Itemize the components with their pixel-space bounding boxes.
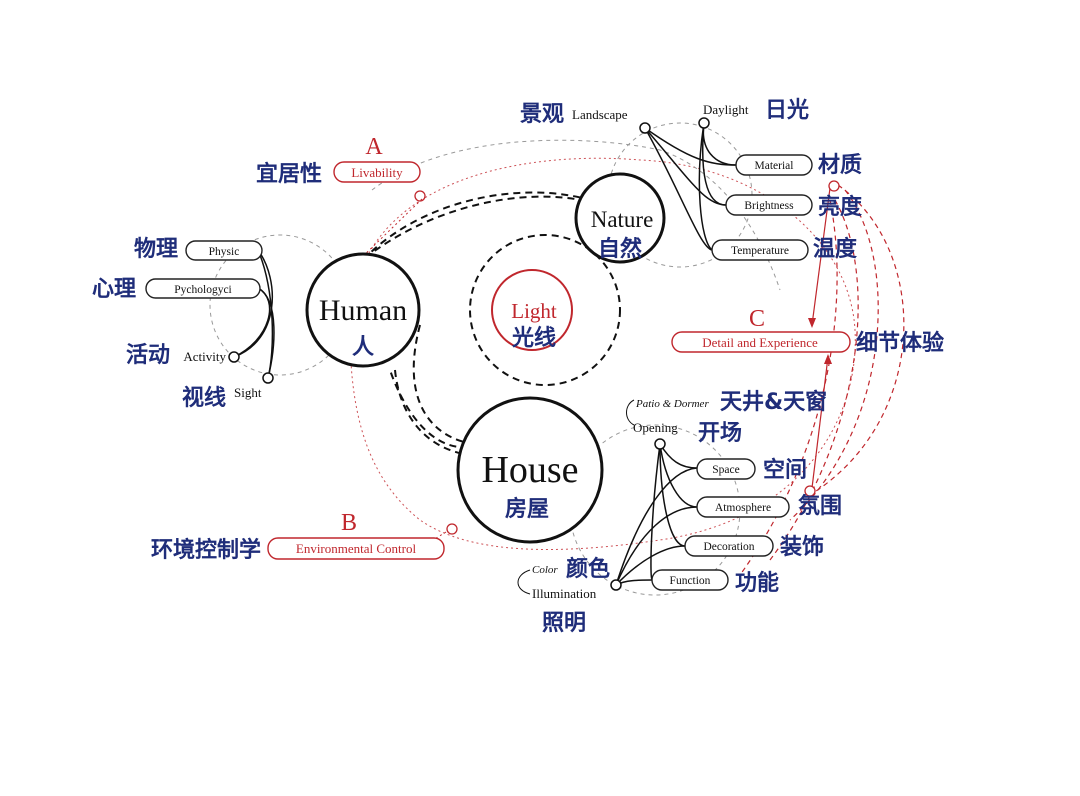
physic-label: Physic bbox=[209, 246, 240, 258]
grey-orbit bbox=[371, 139, 781, 291]
illumination-label: Illumination bbox=[532, 586, 597, 601]
detail-pill bbox=[671, 331, 851, 353]
light-dashed-ring bbox=[469, 234, 621, 386]
daylight-label: Daylight bbox=[703, 102, 749, 117]
pychologyci-pill bbox=[145, 278, 261, 299]
color-cn: 颜色 bbox=[566, 556, 610, 582]
opening-cn: 开场 bbox=[698, 421, 742, 446]
material-label: Material bbox=[755, 160, 794, 172]
red-node-atmosphere bbox=[804, 485, 816, 497]
patio-label: Patio & Dormer bbox=[635, 398, 709, 410]
space-pill bbox=[696, 458, 756, 480]
livability-cn: 宜居性 bbox=[256, 161, 322, 187]
patio-cn: 天井&天窗 bbox=[720, 389, 827, 415]
nature-cn: 自然 bbox=[598, 236, 642, 262]
light-cn: 光线 bbox=[511, 325, 556, 351]
daylight-cn: 日光 bbox=[765, 98, 809, 123]
red-arrow-up bbox=[811, 187, 831, 326]
brightness-cn: 亮度 bbox=[818, 194, 863, 220]
environmental-label: Environmental Control bbox=[296, 541, 417, 556]
pychologyci-label: Pychologyci bbox=[174, 284, 232, 296]
red-node-b bbox=[446, 523, 458, 535]
landscape-label: Landscape bbox=[572, 107, 628, 122]
sight-label: Sight bbox=[234, 385, 262, 400]
landscape-node bbox=[639, 122, 651, 134]
function-cn: 功能 bbox=[735, 570, 779, 596]
atmosphere-label: Atmosphere bbox=[715, 502, 771, 514]
decoration-cn: 装饰 bbox=[780, 534, 824, 560]
atmosphere-pill bbox=[696, 496, 790, 518]
detail-label: Detail and Experience bbox=[702, 335, 818, 350]
human-en: Human bbox=[319, 294, 407, 327]
human-branches bbox=[233, 249, 275, 379]
physic-pill bbox=[185, 240, 263, 261]
atmosphere-cn: 氛围 bbox=[798, 493, 842, 519]
illumination-node bbox=[610, 579, 622, 591]
opening-node bbox=[654, 438, 666, 450]
red-dashed-arc-3 bbox=[769, 199, 859, 561]
sight-node bbox=[262, 372, 274, 384]
red-dashed-arc-1 bbox=[809, 184, 905, 496]
space-label: Space bbox=[712, 464, 739, 476]
category-a-letter: A bbox=[365, 134, 383, 160]
color-label: Color bbox=[532, 564, 558, 576]
house-cn: 房屋 bbox=[505, 496, 549, 522]
physic-cn: 物理 bbox=[134, 236, 178, 262]
nature-en: Nature bbox=[591, 207, 654, 232]
red-arrowhead-down bbox=[824, 354, 832, 364]
environmental-cn: 环境控制学 bbox=[151, 537, 261, 563]
space-cn: 空间 bbox=[763, 457, 807, 483]
illumination-cn: 照明 bbox=[542, 611, 586, 636]
house-branches bbox=[615, 443, 698, 586]
red-node-material bbox=[828, 180, 840, 192]
light-en: Light bbox=[511, 299, 557, 323]
function-label: Function bbox=[670, 575, 711, 587]
livability-label: Livability bbox=[351, 165, 403, 180]
house-en: House bbox=[481, 449, 578, 491]
color-bracket bbox=[517, 569, 531, 595]
opening-label: Opening bbox=[633, 420, 678, 435]
category-b-letter: B bbox=[341, 510, 357, 536]
category-c-letter: C bbox=[749, 306, 765, 332]
activity-node bbox=[228, 351, 240, 363]
activity-label: Activity bbox=[183, 349, 226, 364]
detail-cn: 细节体验 bbox=[856, 330, 944, 356]
main-orbit-arc bbox=[364, 195, 601, 456]
patio-bracket bbox=[626, 399, 635, 426]
decoration-label: Decoration bbox=[703, 541, 754, 553]
nature-circle bbox=[574, 172, 666, 264]
temperature-label: Temperature bbox=[731, 245, 789, 257]
red-arrowhead-up bbox=[808, 318, 816, 328]
house-circle bbox=[456, 396, 604, 544]
brightness-label: Brightness bbox=[744, 200, 794, 212]
nature-branches bbox=[644, 122, 737, 251]
human-cn: 人 bbox=[352, 335, 374, 360]
red-dashed-arc-4 bbox=[739, 199, 838, 576]
landscape-cn: 景观 bbox=[520, 102, 564, 127]
red-dashed-arc-2 bbox=[789, 189, 879, 521]
environmental-pill bbox=[267, 537, 445, 560]
light-circle bbox=[491, 269, 573, 351]
activity-cn: 活动 bbox=[126, 343, 170, 368]
function-pill bbox=[651, 569, 729, 591]
sight-cn: 视线 bbox=[182, 385, 226, 411]
red-node-a bbox=[414, 190, 426, 202]
red-arrow-down bbox=[811, 356, 829, 489]
dotted-a-link bbox=[356, 198, 423, 263]
temperature-cn: 温度 bbox=[813, 236, 858, 262]
material-cn: 材质 bbox=[818, 153, 862, 178]
brightness-pill bbox=[725, 194, 813, 216]
human-circle bbox=[305, 252, 421, 368]
decoration-pill bbox=[684, 535, 774, 557]
pychologyci-cn: 心理 bbox=[92, 277, 136, 302]
daylight-node bbox=[698, 117, 710, 129]
temperature-pill bbox=[711, 239, 809, 261]
livability-pill bbox=[333, 161, 421, 183]
material-pill bbox=[735, 154, 813, 176]
